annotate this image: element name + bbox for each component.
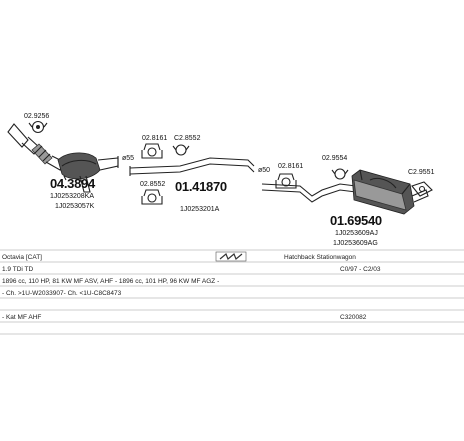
oem-ref: 1J0253201A xyxy=(180,206,220,213)
manufacturer-logo xyxy=(215,251,247,262)
oem-ref: 1J0253609AG xyxy=(333,240,378,247)
production-years: C0/97 - C2/03 xyxy=(340,266,381,273)
front-pipe-catalytic-converter xyxy=(7,123,119,180)
diameter-label: ø50 xyxy=(258,167,270,174)
engine-type: 1.9 TDi TD xyxy=(2,266,33,273)
middle-pipe xyxy=(129,157,255,176)
part-code: 02.8161 xyxy=(142,135,167,142)
info-table xyxy=(0,249,464,335)
rear-silencer xyxy=(351,169,429,215)
pipe-bend-left xyxy=(79,175,91,193)
oem-ref: 1J0253208KA xyxy=(50,193,94,200)
rubber-mount-icon xyxy=(141,143,163,159)
oem-ref: 1J0253609AJ xyxy=(335,230,378,237)
rear-pipe xyxy=(261,183,357,203)
rubber-mount-icon xyxy=(275,173,297,189)
diameter-label: ø55 xyxy=(122,155,134,162)
catalog-number: C320082 xyxy=(340,314,367,321)
part-number: 04.3894 xyxy=(50,176,96,191)
clamp-icon xyxy=(172,144,190,156)
chassis-range: - Ch. >1U-W2033907- Ch. <1U-C8C8473 xyxy=(2,290,122,297)
part-number: 01.69540 xyxy=(330,213,382,228)
clamp-icon xyxy=(28,120,48,134)
engine-spec: 1896 cc, 110 HP, 81 KW MF ASV, AHF - 189… xyxy=(2,278,219,285)
variant-note: - Kat MF AHF xyxy=(2,314,41,321)
part-number: 01.41870 xyxy=(175,179,227,194)
rubber-mount-icon xyxy=(141,189,163,205)
part-code: 02.8552 xyxy=(140,181,165,188)
part-code: C2.8552 xyxy=(174,135,201,142)
model-name: Octavia [CAT] xyxy=(2,254,42,261)
part-code: 02.8161 xyxy=(278,163,303,170)
body-type: Hatchback Stationwagon xyxy=(284,254,356,261)
clamp-icon xyxy=(331,168,349,180)
tail-pipe-clamp-icon xyxy=(411,181,433,197)
part-code: 02.9554 xyxy=(322,155,347,162)
oem-ref: 1J0253057K xyxy=(55,203,95,210)
part-code: C2.9551 xyxy=(408,169,435,176)
part-code: 02.9256 xyxy=(24,113,49,120)
